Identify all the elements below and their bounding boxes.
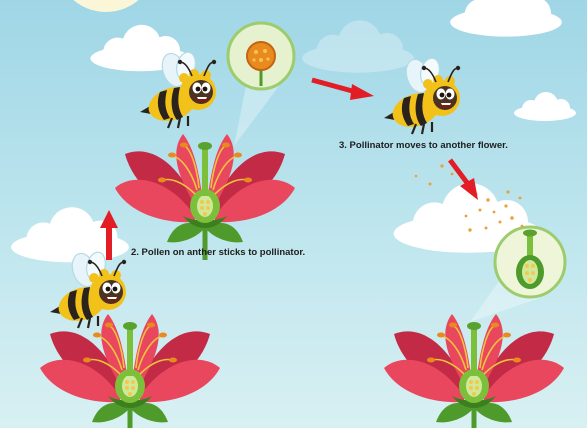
- sun: [56, 0, 156, 12]
- step-2-caption: 2. Pollen on anther sticks to pollinator…: [131, 247, 305, 258]
- cloud-top-right: [450, 0, 562, 37]
- cloud-right-middle: [514, 92, 576, 121]
- arrow-right-icon: [312, 80, 374, 100]
- magnifier-beam-pollen: [234, 82, 282, 146]
- magnifier-pollen: [228, 23, 294, 89]
- flower-bottom-right: [384, 314, 564, 428]
- pollen-grain-icon: [247, 42, 275, 70]
- flower-bottom-left: [40, 314, 220, 428]
- cloud-top-center: [302, 20, 414, 72]
- step-3-caption: 3. Pollinator moves to another flower.: [339, 140, 508, 151]
- flower-top: [115, 134, 295, 260]
- magnifier-pistil: [495, 227, 565, 297]
